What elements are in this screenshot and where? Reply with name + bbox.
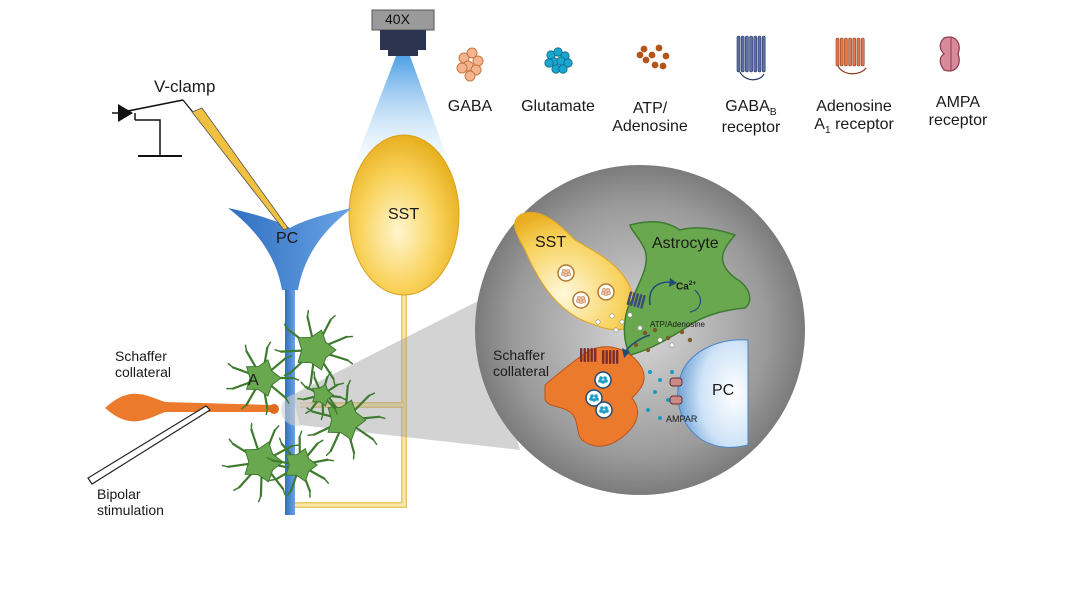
atp-particle bbox=[679, 329, 685, 335]
glutamate-vesicle bbox=[594, 371, 612, 389]
a1-receptor-icon bbox=[835, 37, 867, 75]
astrocyte-cell bbox=[274, 310, 354, 390]
legend-gabab-label: GABAB receptor bbox=[721, 98, 781, 137]
glutamate-particle bbox=[648, 370, 652, 374]
inset-astrocyte-label: Astrocyte bbox=[652, 235, 719, 252]
released-transmitter bbox=[595, 312, 693, 420]
gaba-particle bbox=[669, 342, 675, 348]
gaba-particle bbox=[657, 337, 663, 343]
gaba-particle bbox=[595, 319, 601, 325]
astrocyte-cell bbox=[266, 430, 335, 498]
sst-label: SST bbox=[388, 206, 420, 223]
atp-adenosine-icon bbox=[636, 44, 670, 70]
inset-pc-label: PC bbox=[712, 382, 735, 399]
glutamate-vesicle bbox=[595, 401, 613, 419]
legend-a1-label: Adenosine A1 receptor bbox=[814, 98, 894, 137]
inset-ca-label: Ca2+ bbox=[676, 280, 697, 293]
a1-receptor bbox=[602, 350, 619, 364]
recording-pipette bbox=[191, 107, 289, 231]
astrocyte-label: A bbox=[248, 372, 259, 389]
inset-atp-label: ATP/Adenosine bbox=[650, 320, 705, 329]
gabab-receptor-icon bbox=[736, 35, 766, 81]
inset-ampar-label: AMPAR bbox=[666, 414, 698, 424]
atp-particle bbox=[645, 347, 651, 353]
sst-neuron bbox=[292, 134, 460, 508]
atp-particle bbox=[633, 342, 639, 348]
gaba-particle bbox=[637, 325, 643, 331]
calcium-arrow bbox=[648, 281, 671, 306]
atp-particle bbox=[665, 335, 671, 341]
astrocyte-cell bbox=[221, 422, 302, 503]
glutamate-particle bbox=[653, 390, 657, 394]
atp-particle bbox=[687, 337, 693, 343]
gaba-particle bbox=[609, 313, 615, 319]
atp-particle bbox=[652, 327, 658, 333]
microscope-objective bbox=[371, 9, 435, 56]
astrocytes bbox=[221, 310, 386, 503]
objective-label: 40X bbox=[385, 11, 410, 27]
gaba-particle bbox=[627, 312, 633, 318]
schaffer-axon bbox=[105, 393, 279, 422]
gaba-vesicle bbox=[572, 291, 590, 309]
gaba-particle bbox=[613, 327, 619, 333]
v-clamp-circuit bbox=[112, 99, 197, 157]
astrocyte-cell bbox=[297, 371, 347, 421]
glutamate-particle bbox=[646, 408, 650, 412]
glutamate-particle bbox=[666, 398, 670, 402]
synapse-highlight bbox=[281, 394, 313, 426]
ampa-receptor bbox=[669, 377, 683, 387]
glutamate-icon bbox=[544, 47, 573, 74]
light-beam bbox=[356, 56, 448, 160]
astrocyte-cell bbox=[226, 341, 300, 416]
legend-glutamate-label: Glutamate bbox=[521, 98, 595, 115]
glutamate-particle bbox=[658, 416, 662, 420]
vclamp-label: V-clamp bbox=[154, 77, 216, 96]
inset-vesicles bbox=[557, 264, 615, 419]
ampa-receptor bbox=[669, 395, 683, 405]
gabab-receptor bbox=[626, 291, 646, 309]
glutamate-particle bbox=[658, 378, 662, 382]
inset-receptors bbox=[580, 291, 683, 405]
ampa-receptor-icon bbox=[939, 36, 960, 72]
pc-label: PC bbox=[276, 230, 299, 247]
bipolar-electrode bbox=[87, 405, 211, 485]
inset-pc-spine bbox=[677, 339, 749, 448]
legend-gaba-label: GABA bbox=[447, 98, 493, 115]
astrocyte-cell bbox=[306, 379, 386, 460]
inset-astrocyte bbox=[623, 220, 751, 356]
atp-particle bbox=[642, 330, 648, 336]
gaba-icon bbox=[456, 47, 484, 82]
inset-sst-label: SST bbox=[535, 234, 567, 251]
gaba-particle bbox=[619, 319, 625, 325]
gaba-vesicle bbox=[597, 283, 615, 301]
legend-icons bbox=[456, 35, 960, 82]
a1-receptor bbox=[580, 348, 597, 362]
glutamate-vesicle bbox=[585, 389, 603, 407]
gaba-vesicle bbox=[557, 264, 575, 282]
legend-atp-label: ATP/Adenosine bbox=[612, 100, 688, 136]
glutamate-particle bbox=[670, 370, 674, 374]
